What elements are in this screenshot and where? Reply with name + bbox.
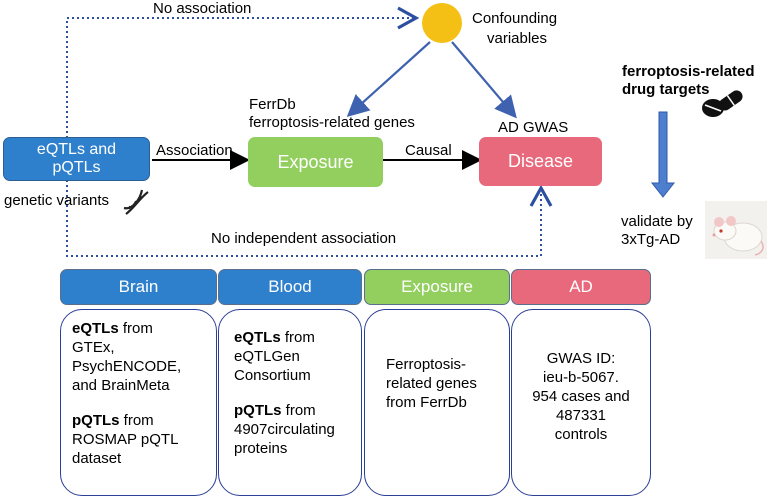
causal-label: Causal [405,142,452,159]
drug-targets-label-1: ferroptosis-related [622,63,755,80]
panel-exposure: Ferroptosis- related genes from FerrDb [364,309,510,496]
exposure-text-3: from FerrDb [386,394,467,411]
validate-label-2: 3xTg-AD [621,231,681,248]
pills-icon [702,90,743,117]
no-association-label: No association [153,0,252,17]
brain-eqtl-text-2: GTEx, [72,339,115,356]
ferrdb-label-1: FerrDb [249,96,296,113]
ferrdb-label-2: ferroptosis-related genes [249,114,415,131]
no-independent-label: No independent association [211,230,397,247]
ad-text-5: controls [554,426,608,443]
blood-eqtl-text-1: from [280,329,315,346]
brain-pqtl-text-2: ROSMAP pQTL [72,431,179,448]
blood-pqtl-text-2: 4907circulating [234,421,335,438]
blood-eqtl-text-2: eQTLGen [234,348,300,365]
instrument-label-1: eQTLs and [36,141,117,158]
instrument-box: eQTLs and pQTLs [3,137,150,181]
exposure-text-2: related genes [386,375,477,392]
exposure-box: Exposure [248,137,383,187]
mouse-image [705,201,767,259]
blood-pqtl-text-3: proteins [234,440,288,457]
validate-arrow [650,111,676,198]
disease-box: Disease [479,137,602,186]
brain-eqtl-bold: eQTLs [72,320,119,337]
confounding-label-1: Confounding [472,10,558,27]
drug-targets-label-2: drug targets [622,81,710,98]
ad-gwas-label: AD GWAS [498,119,569,136]
validate-label-1: validate by [621,213,693,230]
header-brain: Brain [60,269,217,305]
blood-eqtl-text-3: Consortium [234,367,311,384]
brain-eqtl-text-1: from [118,320,153,337]
confounder-to-disease-arrow [451,41,517,119]
instrument-label-2: pQTLs [52,159,101,176]
ad-text-1: GWAS ID: [546,350,616,367]
dna-icon [123,189,149,215]
blood-eqtl-bold: eQTLs [234,329,281,346]
association-label: Association [156,142,233,159]
brain-eqtl-text-4: and BrainMeta [72,377,170,394]
genetic-variants-label: genetic variants [4,192,110,209]
brain-pqtl-bold: pQTLs [72,412,120,429]
header-ad: AD [511,269,651,305]
ad-text-3: 954 cases and [532,388,630,405]
header-exposure: Exposure [364,269,510,305]
panel-brain: eQTLs from GTEx, PsychENCODE, and BrainM… [60,309,217,496]
blood-pqtl-text-1: from [281,402,316,419]
header-blood: Blood [218,269,362,305]
panel-blood: eQTLs from eQTLGen Consortium pQTLs from… [218,309,362,496]
brain-pqtl-text-1: from [119,412,154,429]
brain-eqtl-text-3: PsychENCODE, [72,358,182,375]
confounder-circle [422,3,462,43]
exposure-text-1: Ferroptosis- [386,356,467,373]
no-association-arrow [66,6,420,138]
confounder-to-exposure-arrow [346,41,431,117]
brain-pqtl-text-3: dataset [72,450,122,467]
blood-pqtl-bold: pQTLs [234,402,282,419]
confounding-label-2: variables [487,30,548,47]
ad-text-4: 487331 [555,407,607,424]
panel-ad: GWAS ID: ieu-b-5067. 954 cases and 48733… [511,309,651,496]
ad-text-2: ieu-b-5067. [543,369,619,386]
